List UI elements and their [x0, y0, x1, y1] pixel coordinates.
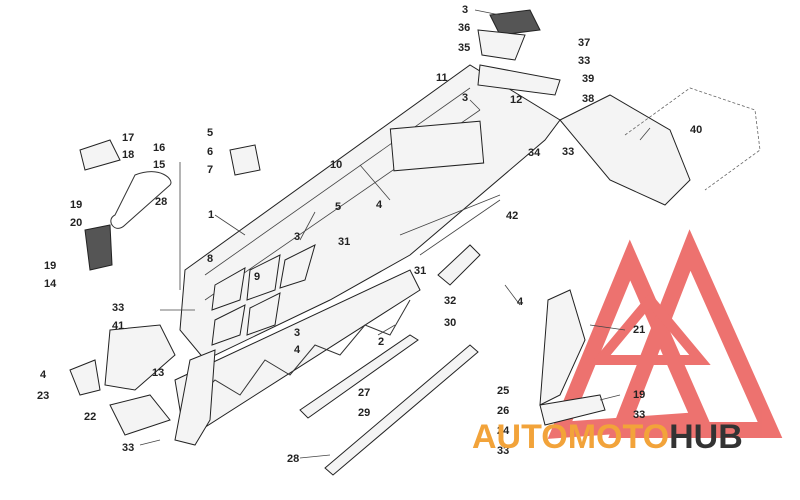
callout-10: 10: [330, 159, 342, 171]
callout-9: 9: [254, 271, 260, 283]
callout-37: 37: [578, 37, 590, 49]
callout-5: 5: [207, 127, 213, 139]
callout-34: 34: [528, 147, 541, 159]
callout-18: 18: [122, 149, 134, 161]
callout-5: 5: [335, 201, 341, 213]
callout-33: 33: [578, 55, 590, 67]
callout-15: 15: [153, 159, 165, 171]
side-rail: [174, 269, 421, 446]
callout-27: 27: [358, 387, 370, 399]
running-board: [437, 244, 606, 426]
callout-33: 33: [633, 409, 645, 421]
watermark-word-hub: HUB: [669, 418, 743, 456]
callout-3: 3: [294, 231, 300, 243]
callout-4: 4: [517, 296, 524, 308]
callout-33: 33: [112, 302, 124, 314]
callout-4: 4: [376, 199, 383, 211]
slide-rails: [299, 194, 501, 476]
callout-19: 19: [44, 260, 56, 272]
callout-29: 29: [358, 407, 370, 419]
callout-16: 16: [153, 142, 165, 154]
callout-3: 3: [462, 92, 468, 104]
leader-lines: [139, 9, 651, 459]
rear-extension: [477, 9, 761, 206]
callout-40: 40: [690, 124, 702, 136]
callout-21: 21: [633, 324, 645, 336]
callout-31: 31: [338, 236, 350, 248]
callout-32: 32: [444, 295, 456, 307]
callout-4: 4: [40, 369, 47, 381]
watermark-word-moto: MOTO: [568, 418, 669, 456]
watermark-text: AUTOMOTOHUB: [472, 418, 743, 456]
callout-4: 4: [294, 344, 301, 356]
callout-25: 25: [497, 385, 509, 397]
callout-38: 38: [582, 93, 594, 105]
callout-33: 33: [562, 146, 574, 158]
callout-3: 3: [462, 4, 468, 16]
left-components: [69, 139, 261, 436]
callout-33: 33: [497, 445, 509, 457]
callout-41: 41: [112, 320, 124, 332]
callout-6: 6: [207, 146, 213, 158]
truss-openings: [211, 244, 316, 346]
callout-labels: 1 2 3 3 3 3 4 4 4 4 5 5 6 7 8 9 10 11 12…: [37, 4, 702, 465]
callout-36: 36: [458, 22, 470, 34]
callout-26: 26: [497, 405, 509, 417]
callout-35: 35: [458, 42, 470, 54]
callout-19: 19: [633, 389, 645, 401]
callout-3: 3: [294, 327, 300, 339]
callout-39: 39: [582, 73, 594, 85]
watermark-word-auto: AUTO: [472, 418, 568, 456]
callout-13: 13: [152, 367, 164, 379]
callout-42: 42: [506, 210, 518, 222]
callout-19: 19: [70, 199, 82, 211]
callout-2: 2: [378, 336, 384, 348]
callout-31: 31: [414, 265, 426, 277]
callout-33: 33: [122, 442, 134, 454]
tunnel-frame: [179, 64, 561, 361]
callout-30: 30: [444, 317, 456, 329]
callout-24: 24: [497, 425, 510, 437]
callout-28: 28: [287, 453, 299, 465]
callout-28: 28: [155, 196, 167, 208]
callout-7: 7: [207, 164, 213, 176]
callout-22: 22: [84, 411, 96, 423]
callout-8: 8: [207, 253, 213, 265]
callout-17: 17: [122, 132, 134, 144]
callout-11: 11: [436, 72, 448, 84]
callout-23: 23: [37, 390, 49, 402]
callout-14: 14: [44, 278, 57, 290]
callout-20: 20: [70, 217, 82, 229]
svg-text:AUTOMOTOHUB: AUTOMOTOHUB: [472, 418, 743, 456]
callout-1: 1: [208, 209, 214, 221]
callout-12: 12: [510, 94, 522, 106]
